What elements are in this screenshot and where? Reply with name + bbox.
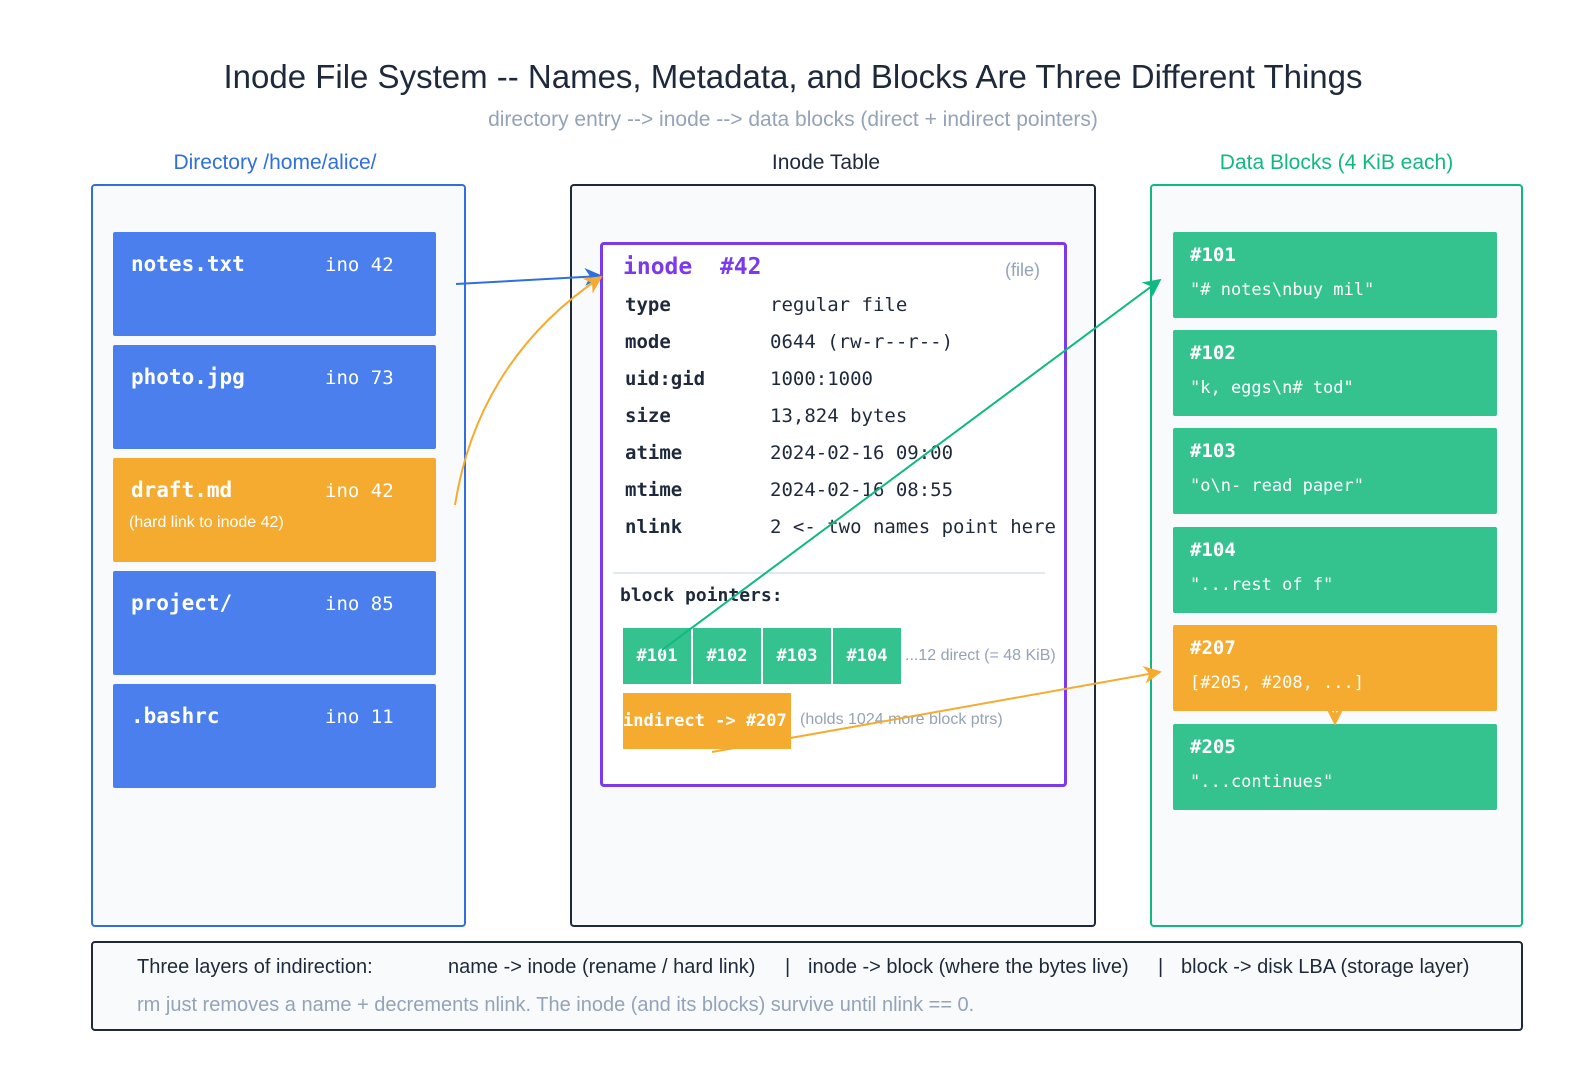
data-block-101[interactable]: #101 "# notes\nbuy mil" — [1173, 232, 1497, 318]
field-value: 1000:1000 — [770, 368, 873, 390]
arrow-notes-to-inode — [455, 267, 603, 286]
field-key: mode — [625, 331, 671, 353]
diagram-subtitle: directory entry --> inode --> data block… — [488, 108, 1098, 131]
footer-legend: Three layers of indirection: name -> ino… — [91, 941, 1523, 1031]
field-value: regular file — [770, 294, 908, 316]
block-content: "...continues" — [1190, 772, 1334, 792]
field-value: 0644 (rw-r--r--) — [770, 331, 954, 353]
field-value: 2024-02-16 09:00 — [770, 442, 954, 464]
inode-number: #42 — [719, 254, 762, 280]
entry-ino: ino 73 — [325, 367, 394, 389]
block-id: #205 — [1190, 736, 1236, 758]
block-id: #101 — [1190, 244, 1236, 266]
field-key: uid:gid — [625, 368, 706, 390]
field-key: nlink — [625, 516, 683, 538]
direct-pointer-102[interactable]: #102 — [693, 628, 761, 684]
data-block-103[interactable]: #103 "o\n- read paper" — [1173, 428, 1497, 514]
footer-layer-block-lba: block -> disk LBA (storage layer) — [1181, 956, 1470, 978]
field-key: size — [625, 405, 671, 427]
entry-name: notes.txt — [131, 252, 245, 276]
footer-layer-name-inode: name -> inode (rename / hard link) — [448, 956, 756, 978]
direct-pointers-note: ...12 direct (= 48 KiB) — [905, 647, 1056, 664]
data-block-104[interactable]: #104 "...rest of f" — [1173, 527, 1497, 613]
indirect-pointer[interactable]: indirect -> #207 — [623, 693, 791, 749]
arrow-indirect-to-block-207 — [711, 665, 1162, 753]
footer-separator: | — [1158, 956, 1164, 978]
diagram-title: Inode File System -- Names, Metadata, an… — [223, 58, 1363, 95]
block-id: #207 — [1190, 637, 1236, 659]
entry-name: photo.jpg — [131, 365, 245, 389]
field-value: 13,824 bytes — [770, 405, 908, 427]
block-content: "k, eggs\n# tod" — [1190, 378, 1354, 398]
data-block-205[interactable]: #205 "...continues" — [1173, 724, 1497, 810]
block-id: #104 — [1190, 539, 1236, 561]
direct-pointer-103[interactable]: #103 — [763, 628, 831, 684]
inode-title: inode #42 — [623, 254, 762, 280]
footer-layer-inode-block: inode -> block (where the bytes live) — [808, 956, 1129, 978]
entry-name: project/ — [131, 591, 233, 615]
entry-ino: ino 42 — [325, 254, 394, 276]
inode-divider — [613, 572, 1045, 574]
indirect-pointer-note: (holds 1024 more block ptrs) — [800, 711, 1003, 728]
arrow-draft-to-inode — [454, 275, 603, 506]
block-id: #103 — [1190, 440, 1236, 462]
entry-name: draft.md — [131, 478, 233, 502]
inode-title-word: inode — [623, 254, 693, 280]
field-key: type — [625, 294, 671, 316]
dir-entry-notes[interactable]: notes.txt ino 42 — [113, 232, 436, 336]
field-key: atime — [625, 442, 683, 464]
block-content: "...rest of f" — [1190, 575, 1334, 595]
entry-ino: ino 85 — [325, 593, 394, 615]
footer-heading: Three layers of indirection: — [137, 956, 373, 978]
entry-ino: ino 11 — [325, 706, 394, 728]
data-blocks-label: Data Blocks (4 KiB each) — [1219, 151, 1454, 174]
footer-note: rm just removes a name + decrements nlin… — [137, 994, 975, 1016]
entry-name: .bashrc — [131, 704, 220, 728]
block-content: "# notes\nbuy mil" — [1190, 280, 1375, 300]
entry-ino: ino 42 — [325, 480, 394, 502]
block-id: #102 — [1190, 342, 1236, 364]
hard-link-note: (hard link to inode 42) — [129, 514, 284, 531]
dir-entry-project[interactable]: project/ ino 85 — [113, 571, 436, 675]
inode-table-label: Inode Table — [771, 151, 881, 174]
block-content: "o\n- read paper" — [1190, 476, 1364, 496]
field-value: 2024-02-16 08:55 — [770, 479, 954, 501]
dir-entry-bashrc[interactable]: .bashrc ino 11 — [113, 684, 436, 788]
dir-entry-photo[interactable]: photo.jpg ino 73 — [113, 345, 436, 449]
directory-label: Directory /home/alice/ — [173, 151, 377, 174]
arrow-pointer-to-block-101 — [661, 278, 1162, 651]
field-key: mtime — [625, 479, 683, 501]
direct-pointer-104[interactable]: #104 — [833, 628, 901, 684]
dir-entry-draft[interactable]: draft.md ino 42 (hard link to inode 42) — [113, 458, 436, 562]
data-block-207-indirect[interactable]: #207 [#205, #208, ...] — [1173, 625, 1497, 711]
footer-separator: | — [785, 956, 791, 978]
block-content: [#205, #208, ...] — [1190, 673, 1364, 693]
data-block-102[interactable]: #102 "k, eggs\n# tod" — [1173, 330, 1497, 416]
field-value: 2 <- two names point here — [770, 516, 1056, 538]
inode-kind: (file) — [1005, 260, 1040, 280]
